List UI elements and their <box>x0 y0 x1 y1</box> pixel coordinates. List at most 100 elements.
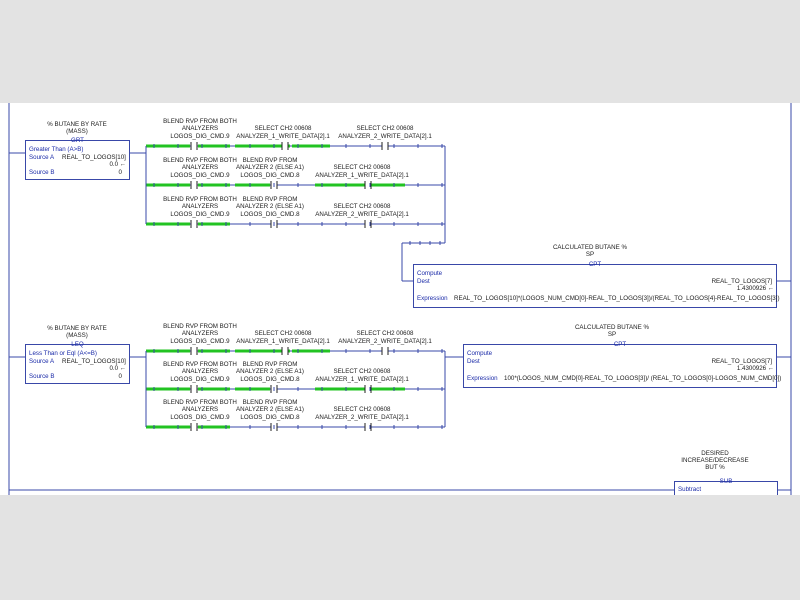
contact-tag[interactable]: ANALYZER_1_WRITE_DATA[2].1 <box>236 133 330 140</box>
ladder-editor: % BUTANE BY RATE (MASS) GRT Greater Than… <box>0 103 800 495</box>
xic-contact[interactable] <box>281 142 289 150</box>
grt-description: Greater Than (A>B) <box>29 146 84 153</box>
cpt-expression[interactable]: REAL_TO_LOGOS[10]*(LOGOS_NUM_CMD[0]-REAL… <box>454 295 780 302</box>
leq-title-line1: % BUTANE BY RATE <box>47 325 107 332</box>
contact-label: SELECT CH2 00608 <box>333 203 391 210</box>
contact-label: ANALYZERS <box>181 406 219 413</box>
grt-source-b-value[interactable]: 0 <box>118 169 122 176</box>
xic-contact[interactable] <box>190 220 198 228</box>
xic-contact[interactable] <box>364 385 372 393</box>
contact-label: ANALYZERS <box>181 125 219 132</box>
cpt-label: Compute <box>417 270 443 277</box>
xic-contact[interactable] <box>190 385 198 393</box>
xic-contact[interactable] <box>364 220 372 228</box>
cpt-title-line2: SP <box>607 331 617 338</box>
xic-contact[interactable] <box>190 423 198 431</box>
contact-label: SELECT CH2 00608 <box>333 164 391 171</box>
contact-tag[interactable]: LOGOS_DIG_CMD.9 <box>170 172 230 179</box>
contact-tag[interactable]: ANALYZER_2_WRITE_DATA[2].1 <box>315 414 409 421</box>
grt-title-line2: (MASS) <box>66 128 88 135</box>
contact-label: BLEND RVP FROM <box>242 399 298 406</box>
contact-tag[interactable]: ANALYZER_2_WRITE_DATA[2].1 <box>338 338 432 345</box>
xic-contact[interactable] <box>281 347 289 355</box>
contact-label: SELECT CH2 00608 <box>254 330 312 337</box>
ladder-wiring <box>8 103 792 495</box>
contact-label: BLEND RVP FROM <box>242 157 298 164</box>
xic-contact[interactable] <box>381 142 389 150</box>
contact-label: SELECT CH2 00608 <box>333 406 391 413</box>
cpt-instruction-block[interactable]: CPT Compute Dest REAL_TO_LOGOS[7] 1.4300… <box>463 341 781 388</box>
grt-title-line1: % BUTANE BY RATE <box>47 121 107 128</box>
xic-contact[interactable] <box>190 142 198 150</box>
grt-source-b-label: Source B <box>29 169 55 176</box>
leq-mnemonic: LEQ <box>71 341 84 348</box>
leq-source-a-live: 0.0 ← <box>109 365 126 372</box>
contact-label: ANALYZERS <box>181 330 219 337</box>
leq-source-b-label: Source B <box>29 373 55 380</box>
cpt-dest-label: Dest <box>417 278 430 285</box>
contact-tag[interactable]: ANALYZER_2_WRITE_DATA[2].1 <box>315 211 409 218</box>
cpt-title-line1: CALCULATED BUTANE % <box>552 244 628 251</box>
xic-contact[interactable] <box>190 347 198 355</box>
contact-label: BLEND RVP FROM BOTH <box>163 118 237 125</box>
cpt-title-line2: SP <box>585 251 595 258</box>
cpt-dest-live: 1.4300926 ← <box>736 365 774 372</box>
grt-source-a-live: 0.0 ← <box>109 161 126 168</box>
contact-label: ANALYZER 2 (ELSE A1) <box>236 164 304 171</box>
contact-tag[interactable]: LOGOS_DIG_CMD.9 <box>170 338 230 345</box>
grt-instruction-block[interactable]: GRT Greater Than (A>B) Source A REAL_TO_… <box>25 137 130 180</box>
sub-instruction-block[interactable]: SUB Subtract <box>674 478 778 495</box>
contact-tag[interactable]: LOGOS_DIG_CMD.8 <box>240 414 300 421</box>
contact-tag[interactable]: ANALYZER_1_WRITE_DATA[2].1 <box>236 338 330 345</box>
contact-label: ANALYZERS <box>181 368 219 375</box>
sub-title-line2: INCREASE/DECREASE <box>681 457 749 464</box>
contact-label: ANALYZER 2 (ELSE A1) <box>236 203 304 210</box>
contact-tag[interactable]: ANALYZER_1_WRITE_DATA[2].1 <box>315 172 409 179</box>
contact-label: ANALYZERS <box>181 164 219 171</box>
sub-mnemonic: SUB <box>719 478 733 485</box>
contact-label: SELECT CH2 00608 <box>356 330 414 337</box>
contact-label: ANALYZER 2 (ELSE A1) <box>236 368 304 375</box>
contact-label: SELECT CH2 00608 <box>333 368 391 375</box>
grt-mnemonic: GRT <box>71 137 84 144</box>
contact-tag[interactable]: LOGOS_DIG_CMD.9 <box>170 133 230 140</box>
contact-label: BLEND RVP FROM BOTH <box>163 196 237 203</box>
leq-title-line2: (MASS) <box>66 332 88 339</box>
cpt-expression[interactable]: 100*(LOGOS_NUM_CMD[0]-REAL_TO_LOGOS[3])/… <box>504 375 782 382</box>
sub-title-line3: BUT % <box>705 464 725 471</box>
contact-label: SELECT CH2 00608 <box>254 125 312 132</box>
cpt-dest-value[interactable]: REAL_TO_LOGOS[7] <box>711 358 772 365</box>
contact-tag[interactable]: LOGOS_DIG_CMD.9 <box>170 211 230 218</box>
leq-source-b-value[interactable]: 0 <box>118 373 122 380</box>
cpt-expression-label: Expression <box>417 295 448 302</box>
cpt-dest-value[interactable]: REAL_TO_LOGOS[7] <box>711 278 772 285</box>
leq-instruction-block[interactable]: LEQ Less Than or Eql (A<=B) Source A REA… <box>25 341 130 384</box>
leq-source-a-value[interactable]: REAL_TO_LOGOS[10] <box>62 358 126 365</box>
xic-contact[interactable] <box>190 181 198 189</box>
sub-title-line1: DESIRED <box>701 450 729 457</box>
cpt-instruction-block[interactable]: CPT Compute Dest REAL_TO_LOGOS[7] 1.4300… <box>413 261 780 308</box>
contact-label: BLEND RVP FROM <box>242 196 298 203</box>
contact-tag[interactable]: LOGOS_DIG_CMD.9 <box>170 376 230 383</box>
cpt-mnemonic: CPT <box>613 341 627 348</box>
cpt-dest-live: 1.4300926 ← <box>736 285 774 292</box>
contact-label: SELECT CH2 00608 <box>356 125 414 132</box>
leq-description: Less Than or Eql (A<=B) <box>29 350 97 357</box>
grt-source-a-value[interactable]: REAL_TO_LOGOS[10] <box>62 154 126 161</box>
leq-source-a-label: Source A <box>29 358 55 365</box>
contact-tag[interactable]: ANALYZER_1_WRITE_DATA[2].1 <box>315 376 409 383</box>
contact-tag[interactable]: LOGOS_DIG_CMD.8 <box>240 211 300 218</box>
contact-tag[interactable]: LOGOS_DIG_CMD.8 <box>240 376 300 383</box>
contact-label: BLEND RVP FROM BOTH <box>163 157 237 164</box>
xic-contact[interactable] <box>364 423 372 431</box>
xic-contact[interactable] <box>364 181 372 189</box>
cpt-mnemonic: CPT <box>588 261 602 268</box>
contact-label: BLEND RVP FROM BOTH <box>163 399 237 406</box>
xic-contact[interactable] <box>381 347 389 355</box>
contact-tag[interactable]: LOGOS_DIG_CMD.9 <box>170 414 230 421</box>
contact-label: ANALYZER 2 (ELSE A1) <box>236 406 304 413</box>
cpt-title-line1: CALCULATED BUTANE % <box>574 324 650 331</box>
contact-tag[interactable]: LOGOS_DIG_CMD.8 <box>240 172 300 179</box>
cpt-dest-label: Dest <box>467 358 480 365</box>
contact-tag[interactable]: ANALYZER_2_WRITE_DATA[2].1 <box>338 133 432 140</box>
